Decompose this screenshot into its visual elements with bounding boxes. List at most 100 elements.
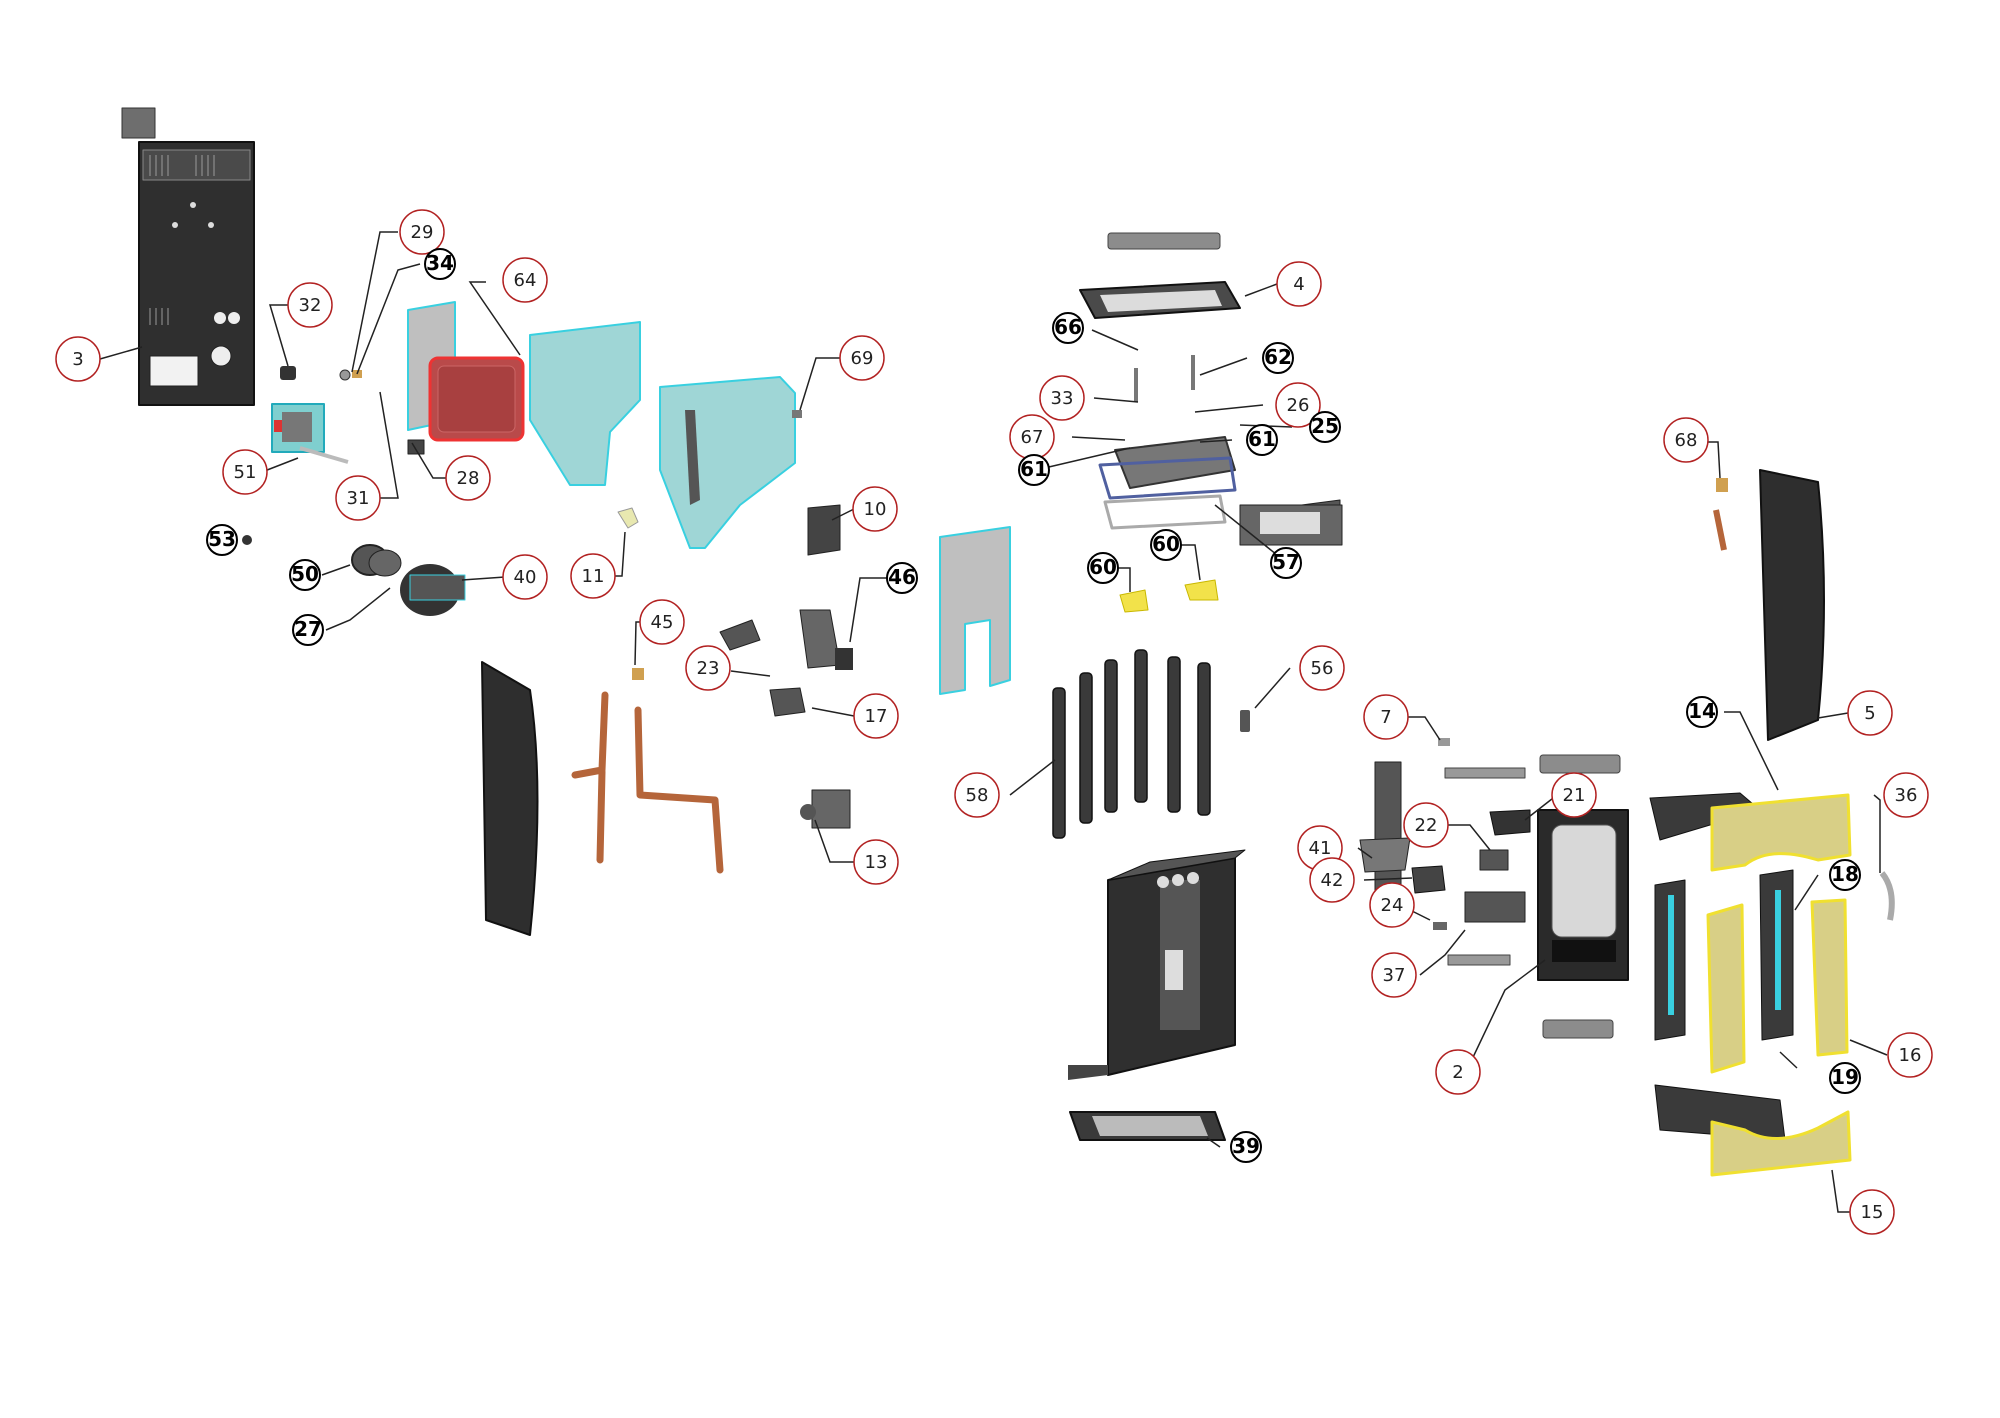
callout-circle <box>1883 772 1929 818</box>
part-3-back-panel <box>138 141 255 406</box>
callout-circle-bold <box>424 248 456 280</box>
callout-60: 60 <box>1087 552 1119 584</box>
part-40-fan <box>400 564 466 616</box>
callout-label: 24 <box>1381 895 1404 916</box>
part-10 <box>807 504 841 556</box>
part-64-red-gasket <box>428 356 525 442</box>
callout-circle-bold <box>1309 411 1341 443</box>
callout-label: 29 <box>411 222 434 243</box>
callout-label: 16 <box>1899 1045 1922 1066</box>
callout-16: 16 <box>1887 1032 1933 1078</box>
callout-label: 26 <box>1287 395 1310 416</box>
callout-61: 61 <box>1018 454 1050 486</box>
callout-circle <box>1275 382 1321 428</box>
callout-label: 4 <box>1293 274 1304 295</box>
part-side-panel-left <box>481 661 539 936</box>
callout-24: 24 <box>1369 882 1415 928</box>
part-yellow-column-left <box>1706 903 1746 1074</box>
part-16-yellow-column <box>1810 898 1849 1057</box>
part-60a <box>1119 589 1149 613</box>
callout-label: 28 <box>457 468 480 489</box>
callout-label: 37 <box>1383 965 1406 986</box>
part-29 <box>339 369 351 381</box>
callout-66: 66 <box>1052 312 1084 344</box>
callout-label: 67 <box>1021 427 1044 448</box>
callout-circle-bold <box>1246 424 1278 456</box>
callout-circle <box>570 553 616 599</box>
part-17 <box>769 687 806 717</box>
part-45-fitting <box>632 668 644 680</box>
callout-58: 58 <box>954 772 1000 818</box>
callout-circle <box>1551 772 1597 818</box>
callout-circle-bold <box>292 614 324 646</box>
callout-label: 42 <box>1321 870 1344 891</box>
part-19-bracket <box>1759 869 1794 1041</box>
part-24 <box>1433 922 1447 930</box>
callout-label: 2 <box>1452 1062 1463 1083</box>
callout-label: 66 <box>1054 315 1082 339</box>
callout-13: 13 <box>853 839 899 885</box>
callout-circle <box>685 645 731 691</box>
callout-3: 3 <box>55 336 101 382</box>
callout-circle <box>1039 375 1085 421</box>
callout-circle-bold <box>1270 547 1302 579</box>
part-42 <box>1411 865 1446 894</box>
part-door-bottom-bar <box>1542 1019 1614 1039</box>
callout-69: 69 <box>839 335 885 381</box>
callout-circle-bold <box>1087 552 1119 584</box>
callout-circle-bold <box>1262 342 1294 374</box>
callout-circle-bold <box>1686 696 1718 728</box>
callout-label: 68 <box>1675 430 1698 451</box>
callout-label: 19 <box>1831 1065 1859 1089</box>
callout-circle-bold <box>289 559 321 591</box>
part-21 <box>1489 809 1531 836</box>
part-68 <box>1713 478 1728 551</box>
callout-17: 17 <box>853 693 899 739</box>
callout-64: 64 <box>502 257 548 303</box>
part-7 <box>1438 738 1450 746</box>
part-left-bracket <box>1654 879 1686 1041</box>
part-hinge-bar <box>1444 767 1526 779</box>
parts-layer <box>121 107 1895 1177</box>
callout-circle <box>1403 802 1449 848</box>
callout-circle-bold <box>1052 312 1084 344</box>
callout-11: 11 <box>570 553 616 599</box>
callout-label: 25 <box>1311 414 1339 438</box>
callout-circle <box>1363 694 1409 740</box>
callout-53: 53 <box>206 524 238 556</box>
callout-circle <box>445 455 491 501</box>
callout-45: 45 <box>639 599 685 645</box>
callout-label: 56 <box>1311 658 1334 679</box>
part-4-frame <box>1079 281 1241 319</box>
part-door-top-bar <box>1539 754 1621 774</box>
callout-label: 27 <box>294 617 322 641</box>
callout-circle <box>839 335 885 381</box>
callout-60: 60 <box>1150 529 1182 561</box>
callout-label: 46 <box>888 565 916 589</box>
callout-circle-bold <box>1150 529 1182 561</box>
callout-label: 61 <box>1248 427 1276 451</box>
callout-61: 61 <box>1246 424 1278 456</box>
callout-label: 17 <box>865 706 888 727</box>
callout-label: 51 <box>234 462 257 483</box>
callout-label: 13 <box>865 852 888 873</box>
callout-circle <box>502 554 548 600</box>
callout-circle-bold <box>1829 1062 1861 1094</box>
part-22 <box>1479 849 1509 871</box>
part-50 <box>351 544 402 577</box>
callout-circle <box>55 336 101 382</box>
part-39-tray <box>1069 1111 1226 1141</box>
part-15-yellow-cover <box>1710 1110 1852 1177</box>
part-37 <box>1464 891 1526 923</box>
part-28 <box>407 439 425 455</box>
callout-label: 61 <box>1020 457 1048 481</box>
part-57-gasket <box>1098 456 1237 500</box>
callout-circle <box>954 772 1000 818</box>
callout-33: 33 <box>1039 375 1085 421</box>
callout-31: 31 <box>335 475 381 521</box>
callout-label: 7 <box>1380 707 1391 728</box>
callout-label: 41 <box>1309 838 1332 859</box>
callout-label: 58 <box>966 785 989 806</box>
callout-2: 2 <box>1435 1049 1481 1095</box>
